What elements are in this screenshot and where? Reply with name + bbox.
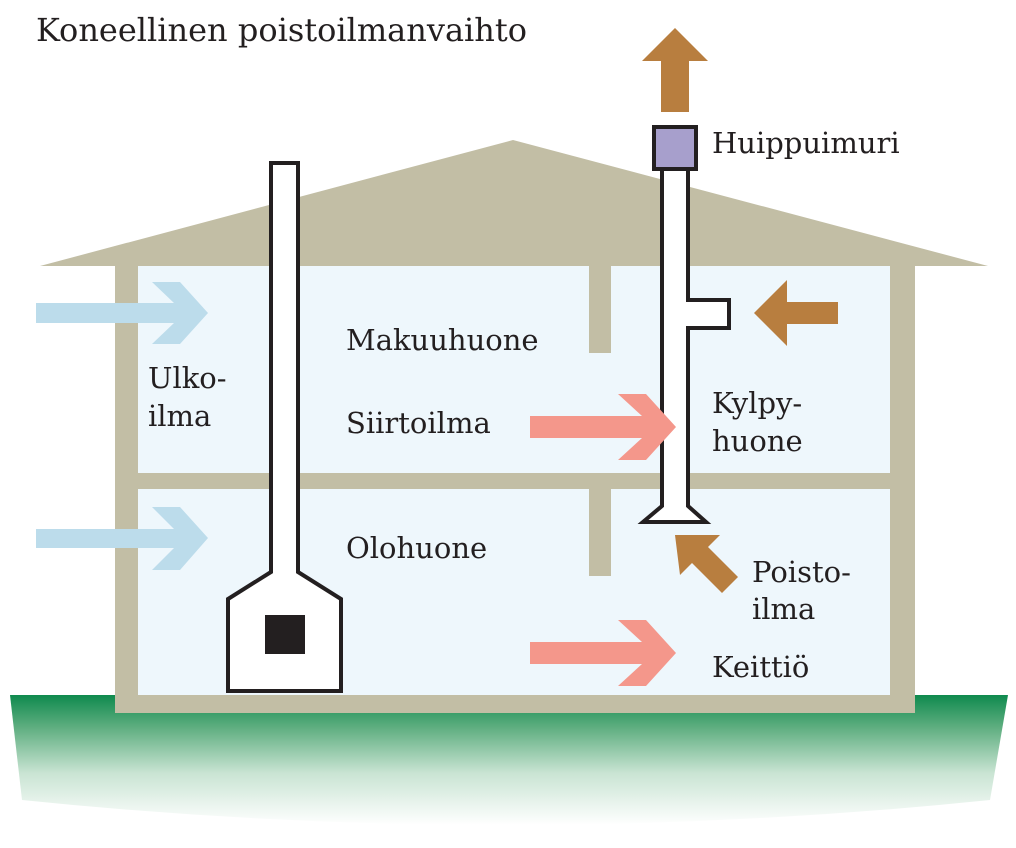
fireplace-opening: [265, 615, 305, 654]
exhaust-diagonal-arrow: [675, 535, 738, 593]
exhaust-left-arrow: [754, 280, 838, 346]
outdoor-air-label-line2: ilma: [148, 399, 211, 433]
kitchen-label: Keittiö: [712, 650, 809, 684]
diagram-title: Koneellinen poistoilmanvaihto: [36, 11, 527, 49]
outdoor-air-arrow-lower: [36, 507, 208, 570]
lower-partition-wall: [589, 489, 611, 576]
upper-floor-rooms: [138, 266, 890, 473]
roof-fan: [652, 125, 698, 171]
outdoor-air-arrow-upper: [36, 282, 208, 344]
roof-fan-label: Huippuimuri: [712, 126, 900, 160]
bathroom-label-line2: huone: [712, 424, 803, 458]
transfer-air-label: Siirtoilma: [346, 406, 491, 440]
upper-partition-wall: [589, 266, 611, 353]
transfer-air-arrow-lower: [530, 620, 676, 686]
fireplace-chimney: [226, 161, 343, 693]
bathroom-label-line1: Kylpy-: [712, 386, 802, 420]
exhaust-up-arrow: [642, 28, 708, 112]
bedroom-label: Makuuhuone: [346, 323, 539, 357]
exhaust-air-label-line2: ilma: [752, 592, 815, 626]
ground: [10, 695, 1008, 825]
exhaust-air-label-line1: Poisto-: [752, 555, 851, 589]
living-room-label: Olohuone: [346, 531, 487, 565]
transfer-air-arrow-upper: [530, 394, 676, 460]
outdoor-air-label-line1: Ulko-: [148, 361, 227, 395]
